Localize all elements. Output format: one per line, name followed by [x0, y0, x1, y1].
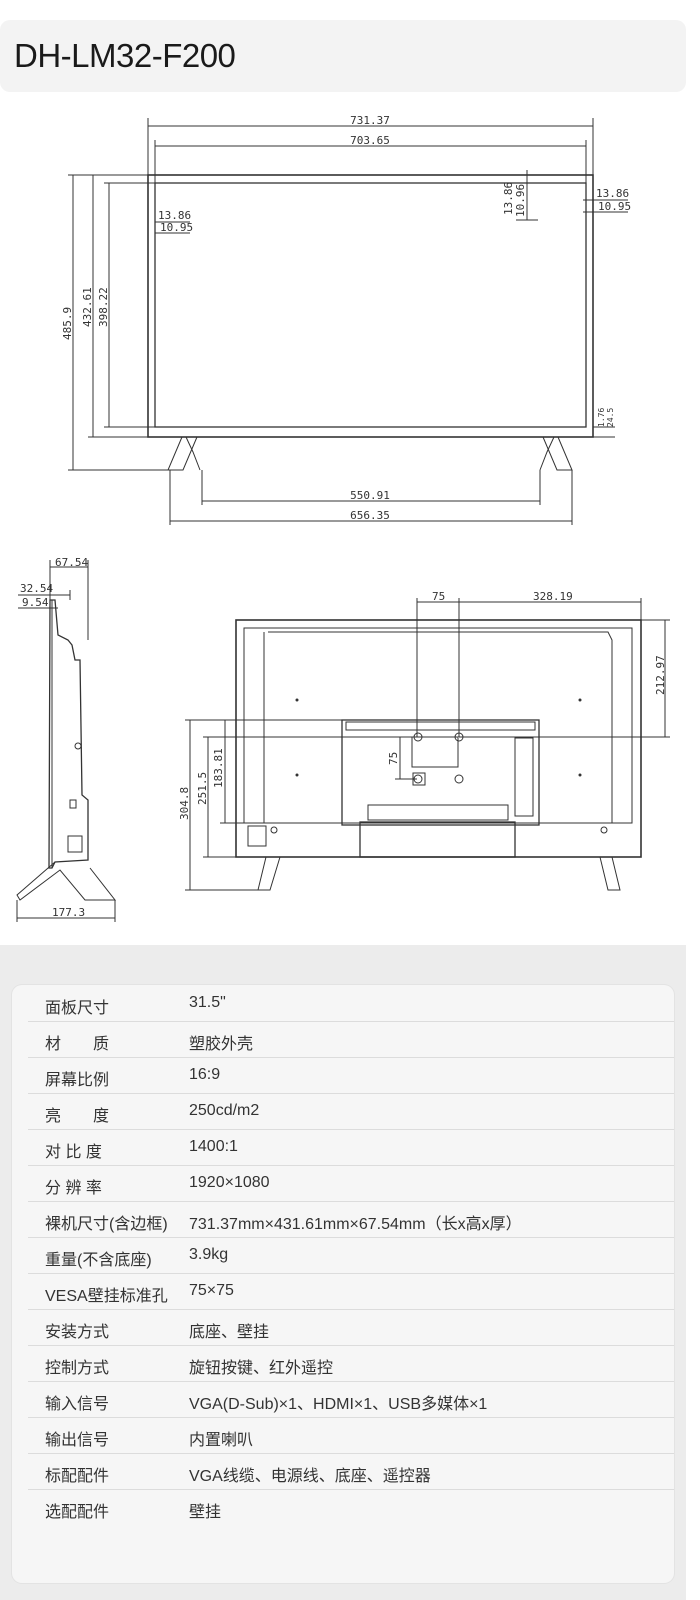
spec-row: VESA壁挂标准孔 75×75	[28, 1273, 674, 1310]
spec-value: VGA(D-Sub)×1、HDMI×1、USB多媒体×1	[189, 1396, 488, 1413]
spec-row: 选配配件 壁挂	[28, 1489, 674, 1525]
spec-row: 对 比 度 1400:1	[28, 1129, 674, 1166]
dim-overall-height: 485.9	[61, 307, 74, 340]
dim-bottom-right-b: 24.5	[606, 408, 615, 427]
spec-label: 选配配件	[45, 1504, 110, 1521]
spec-row: 控制方式 旋钮按键、红外遥控	[28, 1345, 674, 1382]
spec-value: VGA线缆、电源线、底座、遥控器	[189, 1468, 431, 1485]
dim-side-depth: 67.54	[55, 556, 88, 569]
spec-label: 材 质	[45, 1036, 110, 1053]
spec-value: 塑胶外壳	[189, 1036, 254, 1053]
spec-value: 75×75	[189, 1282, 234, 1299]
spec-label: 亮 度	[45, 1108, 110, 1125]
front-view-outline	[68, 118, 628, 525]
spec-row: 重量(不含底座) 3.9kg	[28, 1237, 674, 1274]
dim-back-height-b: 251.5	[196, 772, 209, 805]
dim-overall-width: 731.37	[350, 114, 390, 127]
spec-label: 输出信号	[45, 1432, 110, 1449]
dim-vesa-vertical: 75	[387, 752, 400, 765]
dim-back-top: 212.97	[654, 655, 667, 695]
spec-value: 3.9kg	[189, 1246, 229, 1263]
spec-label: 标配配件	[45, 1468, 110, 1485]
spec-value: 250cd/m2	[189, 1102, 260, 1119]
spec-row: 屏幕比例 16:9	[28, 1057, 674, 1094]
spec-table: 面板尺寸 31.5" 材 质 塑胶外壳 屏幕比例 16:9 亮 度 250cd/m2 对…	[12, 985, 674, 1583]
spec-row: 标配配件 VGA线缆、电源线、底座、遥控器	[28, 1453, 674, 1490]
dim-stand-inner: 550.91	[350, 489, 390, 502]
spec-row: 材 质 塑胶外壳	[28, 1021, 674, 1058]
spec-value: 1400:1	[189, 1138, 238, 1155]
spec-label: 面板尺寸	[45, 1000, 110, 1017]
spec-label: 安装方式	[45, 1324, 110, 1341]
spec-value: 内置喇叭	[189, 1432, 254, 1449]
spec-label: 控制方式	[45, 1360, 110, 1377]
dim-side-base: 177.3	[52, 906, 85, 919]
product-model-title: DH-LM32-F200	[14, 37, 236, 74]
dim-back-height-c: 183.81	[212, 748, 225, 788]
dim-vesa-horizontal: 75	[432, 590, 445, 603]
spec-row: 输出信号 内置喇叭	[28, 1417, 674, 1454]
title-bar: DH-LM32-F200	[0, 20, 686, 92]
spec-value: 31.5"	[189, 994, 226, 1011]
spec-label: 重量(不含底座)	[45, 1252, 152, 1269]
spec-value: 底座、壁挂	[189, 1324, 270, 1341]
spec-row: 亮 度 250cd/m2	[28, 1093, 674, 1130]
back-view-outline	[185, 598, 670, 891]
dim-screen-width: 703.65	[350, 134, 390, 147]
dim-side-depth-a: 32.54	[20, 582, 53, 595]
dim-back-height-a: 304.8	[178, 787, 191, 820]
side-view-outline	[16, 560, 117, 922]
spec-value: 旋钮按键、红外遥控	[189, 1360, 334, 1377]
spec-row: 安装方式 底座、壁挂	[28, 1309, 674, 1346]
dim-stand-outer: 656.35	[350, 509, 390, 522]
dim-left-bezel-b: 10.95	[160, 221, 193, 234]
spec-section: 面板尺寸 31.5" 材 质 塑胶外壳 屏幕比例 16:9 亮 度 250cd/m2 对…	[0, 945, 686, 1600]
spec-label: 裸机尺寸(含边框)	[45, 1216, 168, 1233]
dim-left-bezel-a: 13.86	[158, 209, 191, 222]
dim-bottom-right-a: 1.76	[597, 408, 606, 427]
dim-top-right-vert-b: 10.96	[514, 184, 527, 217]
spec-value: 1920×1080	[189, 1174, 270, 1191]
dim-right-side-b: 10.95	[598, 200, 631, 213]
spec-row: 面板尺寸 31.5"	[28, 985, 674, 1022]
dim-side-depth-b: 9.54	[22, 596, 49, 609]
dimension-drawing: 731.37 703.65 13.86 10.95 13.86 10.96 13…	[0, 100, 700, 945]
spec-label: 输入信号	[45, 1396, 110, 1413]
spec-value: 731.37mm×431.61mm×67.54mm（长x高x厚）	[189, 1216, 522, 1233]
spec-label: 分 辨 率	[45, 1180, 102, 1197]
spec-label: VESA壁挂标准孔	[45, 1288, 168, 1305]
dim-vesa-right: 328.19	[533, 590, 573, 603]
dim-right-side-a: 13.86	[596, 187, 629, 200]
dim-screen-height: 398.22	[97, 287, 110, 327]
spec-label: 对 比 度	[45, 1144, 102, 1161]
dim-top-right-vert-a: 13.86	[502, 182, 515, 215]
spec-row: 分 辨 率 1920×1080	[28, 1165, 674, 1202]
spec-row: 输入信号 VGA(D-Sub)×1、HDMI×1、USB多媒体×1	[28, 1381, 674, 1418]
spec-row: 裸机尺寸(含边框) 731.37mm×431.61mm×67.54mm（长x高x厚…	[28, 1201, 674, 1238]
spec-value: 16:9	[189, 1066, 221, 1083]
spec-value: 壁挂	[189, 1504, 222, 1521]
dim-body-height: 432.61	[81, 287, 94, 327]
spec-label: 屏幕比例	[45, 1072, 110, 1089]
